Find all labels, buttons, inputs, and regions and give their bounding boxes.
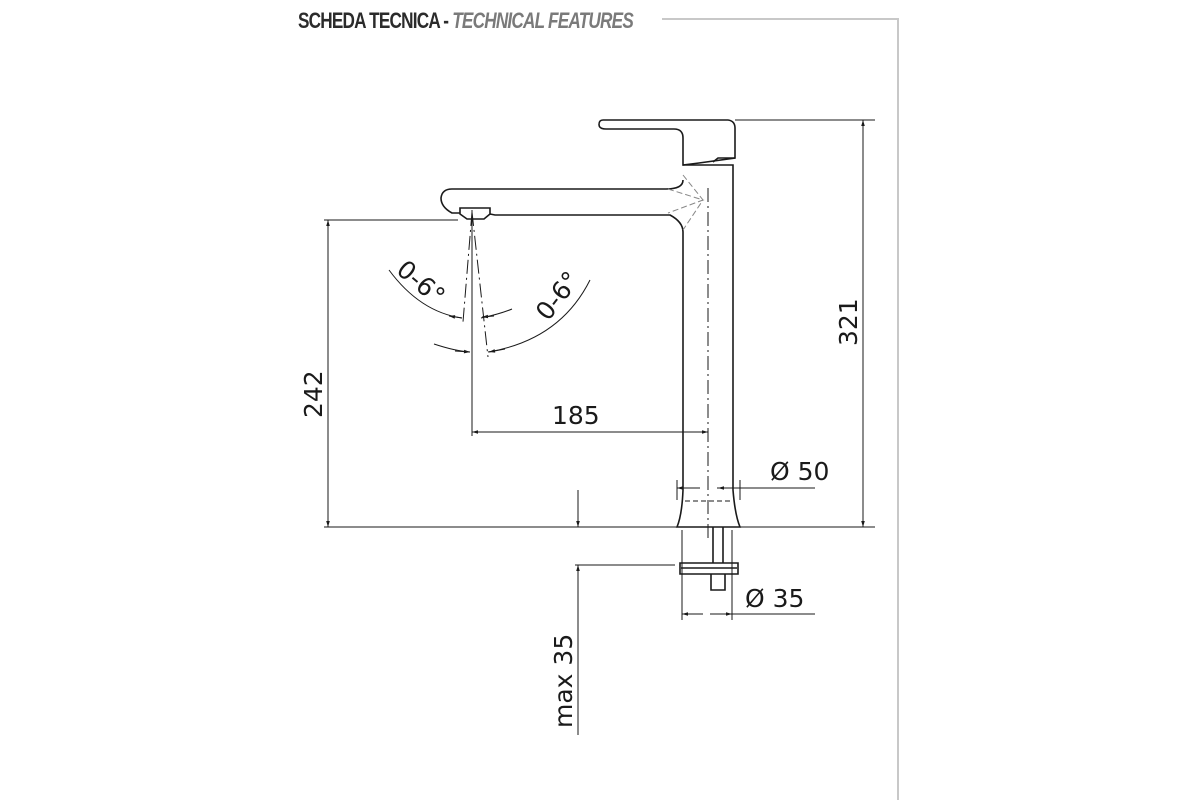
spout-height-label: 242 <box>299 370 328 418</box>
spout <box>440 179 684 214</box>
nut <box>679 562 739 575</box>
shank <box>712 527 724 563</box>
frame-line <box>662 18 899 800</box>
bolt <box>710 574 726 591</box>
total-height-label: 321 <box>834 298 863 346</box>
title-italian: SCHEDA TECNICA - <box>298 8 449 33</box>
shank-diameter-label: Ø 35 <box>745 584 804 613</box>
lever-handle <box>598 119 736 166</box>
angle-right-label: 0-6° <box>530 266 586 326</box>
dim-max-deck-thickness <box>575 490 675 735</box>
spray-angle <box>388 210 591 436</box>
faucet-body <box>489 164 742 528</box>
angle-left-label: 0-6° <box>391 254 451 311</box>
max-deck-thickness-label: max 35 <box>549 634 578 728</box>
sheet-title: SCHEDA TECNICA - TECHNICAL FEATURES <box>298 8 634 34</box>
dim-total-height <box>735 119 875 527</box>
dim-body-diameter <box>676 480 815 500</box>
aerator <box>459 207 491 220</box>
body-diameter-label: Ø 50 <box>770 457 829 486</box>
spout-reach-label: 185 <box>552 401 600 430</box>
dim-spout-height <box>324 219 875 528</box>
title-english: TECHNICAL FEATURES <box>452 8 634 33</box>
faucet-outline <box>440 119 742 620</box>
